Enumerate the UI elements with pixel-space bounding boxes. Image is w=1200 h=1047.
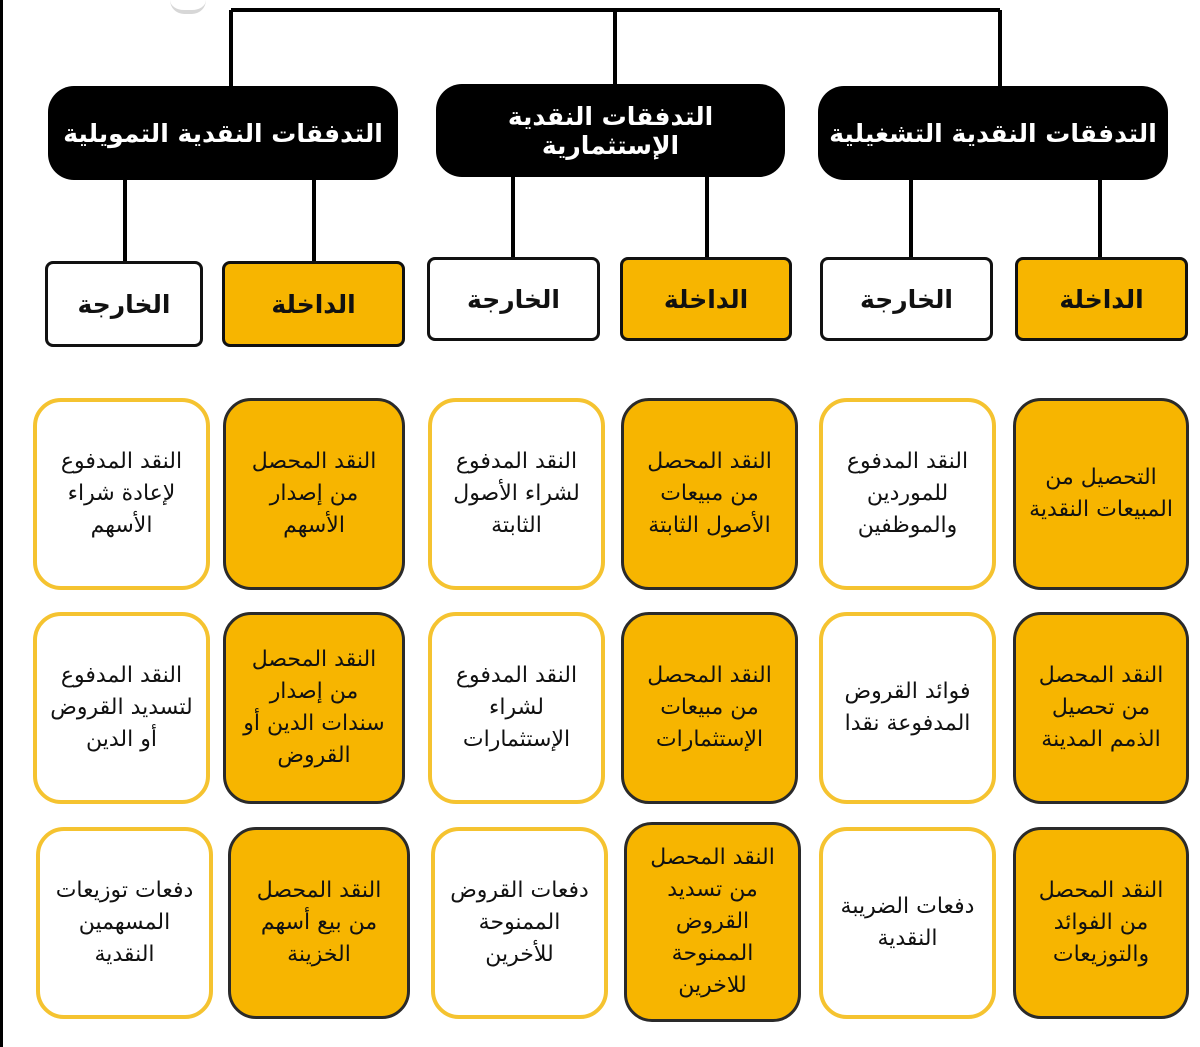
financing-outflow-label: الخارجة: [77, 289, 171, 319]
category-operating: التدفقات النقدية التشغيلية: [818, 86, 1168, 180]
operating-outflow-item-2: فوائد القروض المدفوعة نقدا: [819, 612, 996, 804]
investing-inflow-label: الداخلة: [663, 284, 749, 314]
investing-inflow-header: الداخلة: [620, 257, 792, 341]
financing-outflow-item-2: النقد المدفوع لتسديد القروض أو الدين: [33, 612, 210, 804]
operating-inflow-item-2: النقد المحصل من تحصيل الذمم المدينة: [1013, 612, 1189, 804]
operating-inflow-item-3: النقد المحصل من الفوائد والتوزيعات: [1013, 827, 1189, 1019]
financing-inflow-header: الداخلة: [222, 261, 405, 347]
investing-inflow-item-1: النقد المحصل من مبيعات الأصول الثابتة: [621, 398, 798, 590]
investing-outflow-header: الخارجة: [427, 257, 600, 341]
top-connector-fragment: [170, 0, 206, 14]
financing-outflow-header: الخارجة: [45, 261, 203, 347]
investing-outflow-item-1: النقد المدفوع لشراء الأصول الثابتة: [428, 398, 605, 590]
financing-inflow-item-2: النقد المحصل من إصدار سندات الدين أو الق…: [223, 612, 405, 804]
investing-outflow-label: الخارجة: [467, 284, 560, 314]
financing-outflow-item-1: النقد المدفوع لإعادة شراء الأسهم: [33, 398, 210, 590]
financing-inflow-label: الداخلة: [271, 289, 356, 319]
operating-inflow-header: الداخلة: [1015, 257, 1188, 341]
investing-inflow-item-2: النقد المحصل من مبيعات الإستثمارات: [621, 612, 798, 804]
financing-inflow-item-3: النقد المحصل من بيع أسهم الخزينة: [228, 827, 410, 1019]
operating-outflow-header: الخارجة: [820, 257, 993, 341]
investing-inflow-item-3: النقد المحصل من تسديد القروض الممنوحة لل…: [624, 822, 801, 1022]
operating-outflow-label: الخارجة: [860, 284, 953, 314]
left-edge-divider: [0, 0, 3, 1047]
investing-outflow-item-3: دفعات القروض الممنوحة للأخرين: [431, 827, 608, 1019]
investing-outflow-item-2: النقد المدفوع لشراء الإستثمارات: [428, 612, 605, 804]
financing-outflow-item-3: دفعات توزيعات المسهمين النقدية: [36, 827, 213, 1019]
operating-inflow-item-1: التحصيل من المبيعات النقدية: [1013, 398, 1189, 590]
financing-inflow-item-1: النقد المحصل من إصدار الأسهم: [223, 398, 405, 590]
category-financing: التدفقات النقدية التمويلية: [48, 86, 398, 180]
category-financing-title: التدفقات النقدية التمويلية: [63, 118, 383, 148]
operating-outflow-item-3: دفعات الضريبة النقدية: [819, 827, 996, 1019]
category-investing-title: التدفقات النقدية الإستثمارية: [507, 101, 714, 160]
operating-outflow-item-1: النقد المدفوع للموردين والموظفين: [819, 398, 996, 590]
operating-inflow-label: الداخلة: [1059, 284, 1144, 314]
category-investing: التدفقات النقدية الإستثمارية: [436, 84, 785, 177]
category-operating-title: التدفقات النقدية التشغيلية: [829, 118, 1157, 148]
